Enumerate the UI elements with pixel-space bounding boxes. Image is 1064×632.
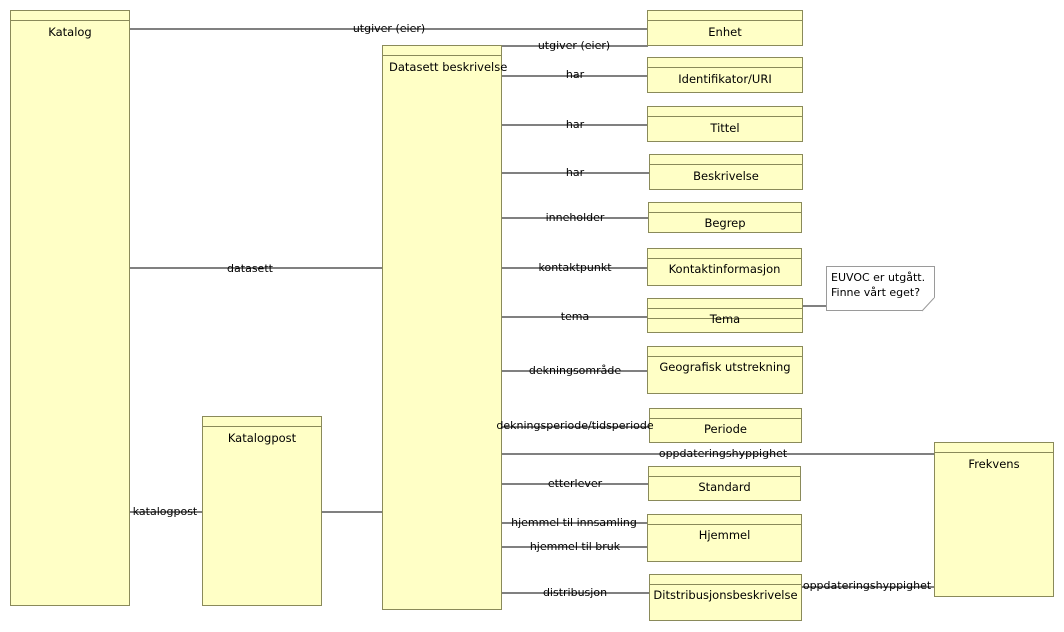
- label-dekningsperiode: dekningsperiode/tidsperiode: [496, 419, 654, 432]
- label-har-beskrivelse: har: [565, 166, 585, 179]
- entity-tittel-title: Tittel: [710, 121, 740, 135]
- note-line-1: EUVOC er utgått.: [831, 271, 926, 284]
- entity-tittel[interactable]: Tittel: [647, 106, 803, 142]
- entity-beskrivelse[interactable]: Beskrivelse: [649, 154, 803, 190]
- label-katalog-utgiver: utgiver (eier): [352, 22, 426, 35]
- entity-standard[interactable]: Standard: [648, 466, 801, 501]
- entity-enhet[interactable]: Enhet: [647, 10, 803, 46]
- label-distribusjon: distribusjon: [542, 586, 608, 599]
- label-hjemmel-innsamling: hjemmel til innsamling: [511, 516, 637, 529]
- entity-tema[interactable]: Tema: [647, 298, 803, 333]
- entity-periode-title: Periode: [704, 422, 747, 436]
- entity-distribusjonsbeskrivelse[interactable]: Ditstribusjonsbeskrivelse: [649, 574, 802, 621]
- entity-identifikator[interactable]: Identifikator/URI: [647, 57, 803, 93]
- entity-identifikator-title: Identifikator/URI: [678, 72, 772, 86]
- entity-hjemmel-title: Hjemmel: [698, 528, 751, 542]
- entity-standard-title: Standard: [698, 480, 751, 494]
- entity-frekvens-title: Frekvens: [968, 457, 1020, 471]
- entity-katalogpost[interactable]: Katalogpost: [202, 416, 322, 606]
- entity-datasett-title: Datasett beskrivelse: [389, 60, 508, 74]
- entity-datasett-beskrivelse[interactable]: Datasett beskrivelse: [382, 45, 508, 610]
- entity-beskrivelse-title: Beskrivelse: [693, 169, 759, 183]
- entity-katalog-title: Katalog: [48, 25, 92, 39]
- label-oppdatering-datasett: oppdateringshyppighet: [658, 447, 788, 460]
- entity-periode[interactable]: Periode: [649, 408, 802, 443]
- entity-begrep-title: Begrep: [704, 216, 746, 230]
- entity-tema-title: Tema: [709, 312, 741, 326]
- label-dekningsomrade: dekningsområde: [528, 364, 622, 377]
- note-euvoc[interactable]: EUVOC er utgått. Finne vårt eget?: [826, 266, 935, 311]
- entity-geografisk[interactable]: Geografisk utstrekning: [647, 346, 803, 394]
- label-kontaktpunkt: kontaktpunkt: [538, 261, 612, 274]
- entity-hjemmel[interactable]: Hjemmel: [647, 514, 802, 562]
- label-datasett-utgiver: utgiver (eier): [537, 39, 611, 52]
- label-tema: tema: [560, 310, 590, 323]
- label-etterlever: etterlever: [547, 477, 603, 490]
- note-line-2: Finne vårt eget?: [831, 286, 921, 299]
- label-katalogpost: katalogpost: [132, 505, 198, 518]
- entity-begrep[interactable]: Begrep: [648, 202, 802, 233]
- label-oppdatering-distribusjon: oppdateringshyppighet: [802, 579, 932, 592]
- label-inneholder: inneholder: [545, 211, 605, 224]
- label-har-identifikator: har: [565, 68, 585, 81]
- entity-kontaktinformasjon[interactable]: Kontaktinformasjon: [647, 248, 802, 286]
- entity-geografisk-title: Geografisk utstrekning: [659, 360, 791, 374]
- label-har-tittel: har: [565, 118, 585, 131]
- entity-distribusjonsbeskrivelse-title: Ditstribusjonsbeskrivelse: [653, 588, 798, 602]
- entity-enhet-title: Enhet: [708, 25, 742, 39]
- label-hjemmel-bruk: hjemmel til bruk: [529, 540, 621, 553]
- entity-katalog[interactable]: Katalog: [10, 10, 130, 606]
- entity-frekvens[interactable]: Frekvens: [934, 442, 1054, 597]
- entity-katalogpost-title: Katalogpost: [227, 431, 297, 445]
- label-datasett: datasett: [227, 262, 273, 275]
- entity-kontaktinformasjon-title: Kontaktinformasjon: [668, 262, 781, 276]
